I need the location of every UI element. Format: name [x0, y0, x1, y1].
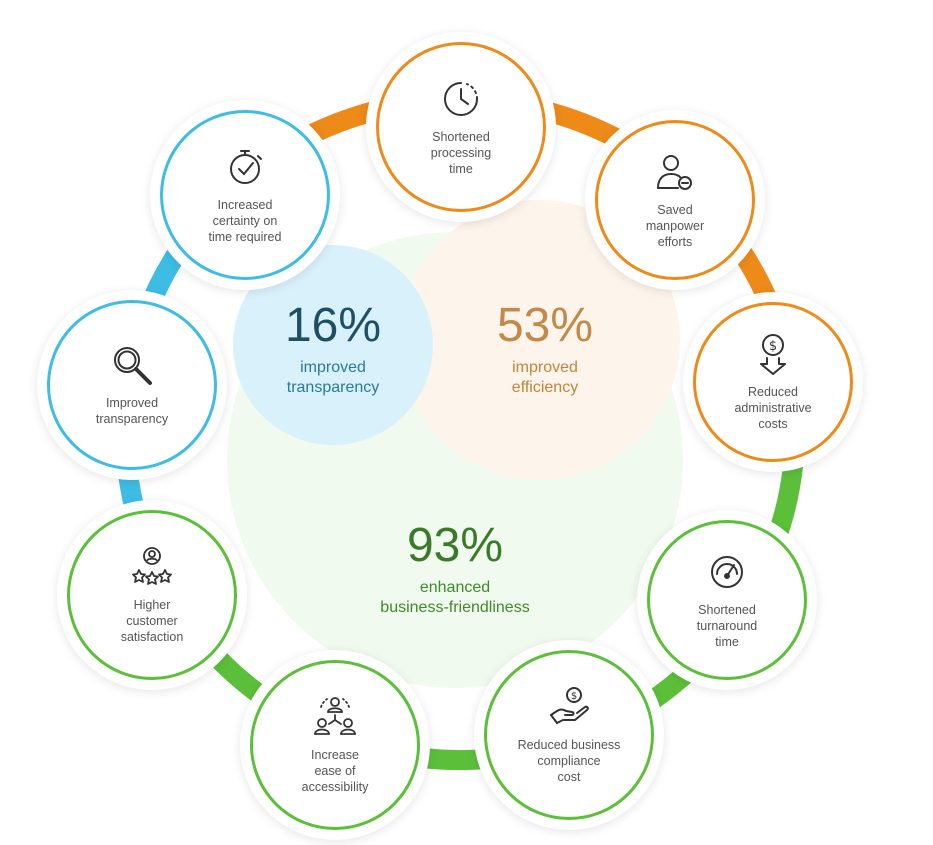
node-reduced-administrative-costs: $ Reduced administrative costs: [683, 292, 863, 472]
magnifier-icon: [110, 343, 154, 387]
stat-business-label: enhanced business-friendliness: [380, 579, 530, 616]
node-increase-ease-of-accessibility: Increase ease of accessibility: [240, 650, 430, 840]
stopwatch-icon: [223, 145, 267, 189]
svg-text:$: $: [571, 691, 577, 702]
node-saved-manpower-efforts: Saved manpower efforts: [585, 110, 765, 290]
hand-dollar-icon: $: [547, 685, 591, 729]
stat-transparency: 16% improved transparency: [253, 300, 413, 398]
node-reduced-business-compliance-cost: $ Reduced business compliance cost: [474, 640, 664, 830]
stat-business: 93% enhanced business-friendliness: [340, 520, 570, 618]
stat-efficiency-label: improved efficiency: [511, 359, 579, 396]
stat-efficiency: 53% improved efficiency: [465, 300, 625, 398]
node-label: Shortened processing time: [430, 130, 492, 176]
node-label: Improved transparency: [95, 396, 169, 426]
network-people-icon: [313, 695, 357, 739]
transparency-bg-circle: [233, 245, 433, 445]
node-label: Increase ease of accessibility: [301, 748, 369, 794]
node-improved-transparency: Improved transparency: [37, 290, 227, 480]
node-label: Higher customer satisfaction: [120, 598, 184, 644]
stat-efficiency-value: 53%: [496, 299, 594, 352]
svg-text:$: $: [769, 339, 777, 354]
node-label: Increased certainty on time required: [208, 198, 282, 244]
user-minus-icon: [653, 150, 697, 194]
dollar-down-icon: $: [751, 332, 795, 376]
node-label: Shortened turnaround time: [696, 603, 758, 649]
clock-icon: [439, 77, 483, 121]
node-label: Saved manpower efforts: [645, 203, 705, 249]
stat-transparency-value: 16%: [284, 299, 382, 352]
node-increased-certainty-on-time-required: Increased certainty on time required: [150, 100, 340, 290]
node-label: Reduced business compliance cost: [517, 738, 621, 784]
node-label: Reduced administrative costs: [734, 385, 812, 431]
stat-transparency-label: improved transparency: [286, 359, 380, 396]
node-shortened-turnaround-time: Shortened turnaround time: [637, 510, 817, 690]
stat-business-value: 93%: [406, 519, 504, 572]
node-shortened-processing-time: Shortened processing time: [366, 32, 556, 222]
efficiency-bg-circle: [400, 200, 680, 480]
user-stars-icon: [130, 545, 174, 589]
node-higher-customer-satisfaction: Higher customer satisfaction: [57, 500, 247, 690]
gauge-icon: [705, 550, 749, 594]
